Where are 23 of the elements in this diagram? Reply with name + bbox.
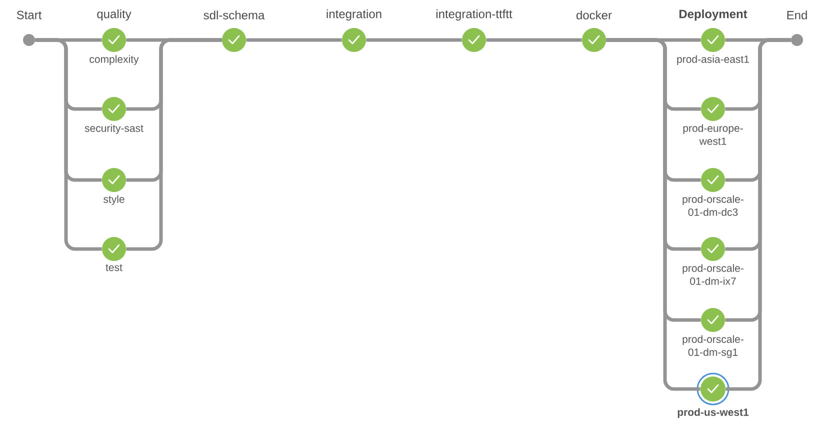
stage-label: End [787,10,807,20]
stage-label: Start [16,10,42,20]
branch-label: complexity [90,55,139,65]
pipeline-connector [246,38,342,42]
stage-label: docker [576,10,612,20]
pipeline-connector [486,38,582,42]
branch-label: prod-orscale-01-dm-dc3 [682,195,744,216]
branch-label: prod-orscale-01-dm-sg1 [682,335,744,358]
branch-label: test [106,264,122,272]
stage-label: sdl-schema [204,10,265,20]
branch-label: prod-us-west1 [678,408,749,418]
stage-label: integration [326,9,382,21]
branch-label: security-sast [84,124,144,134]
branch-label: prod-europe-west1 [683,124,743,145]
branch-label: prod-orscale-01-dm-ix7 [682,264,744,285]
pipeline-connector [35,38,102,251]
stage-label: integration-ttftt [436,9,512,21]
pipeline-connector [126,38,222,251]
pipeline-connector [726,38,791,391]
pipeline-connector [366,38,462,42]
branch-label: prod-asia-east1 [677,55,749,65]
branch-label: style [104,195,124,205]
pipeline-connector [606,38,700,391]
